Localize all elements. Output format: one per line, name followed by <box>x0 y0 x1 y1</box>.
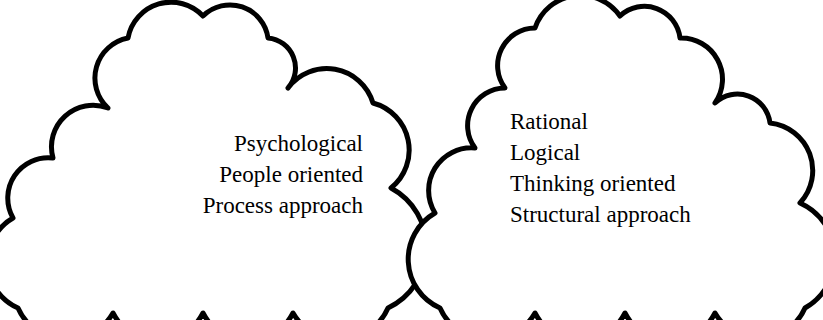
cloud-text: People oriented <box>203 159 363 190</box>
text-group: RationalLogicalThinking orientedStructur… <box>510 106 691 230</box>
cloud-text: Structural approach <box>510 199 691 230</box>
text-group: PsychologicalPeople orientedProcess appr… <box>203 128 363 221</box>
cloud-shape: RationalLogicalThinking orientedStructur… <box>425 8 820 318</box>
cloud-outline <box>425 8 820 318</box>
cloud-text: Psychological <box>203 128 363 159</box>
cloud-shape: PsychologicalPeople orientedProcess appr… <box>3 8 398 318</box>
cloud-text: Logical <box>510 137 691 168</box>
cloud-text: Thinking oriented <box>510 168 691 199</box>
cloud-text: Process approach <box>203 190 363 221</box>
cloud-text: Rational <box>510 106 691 137</box>
